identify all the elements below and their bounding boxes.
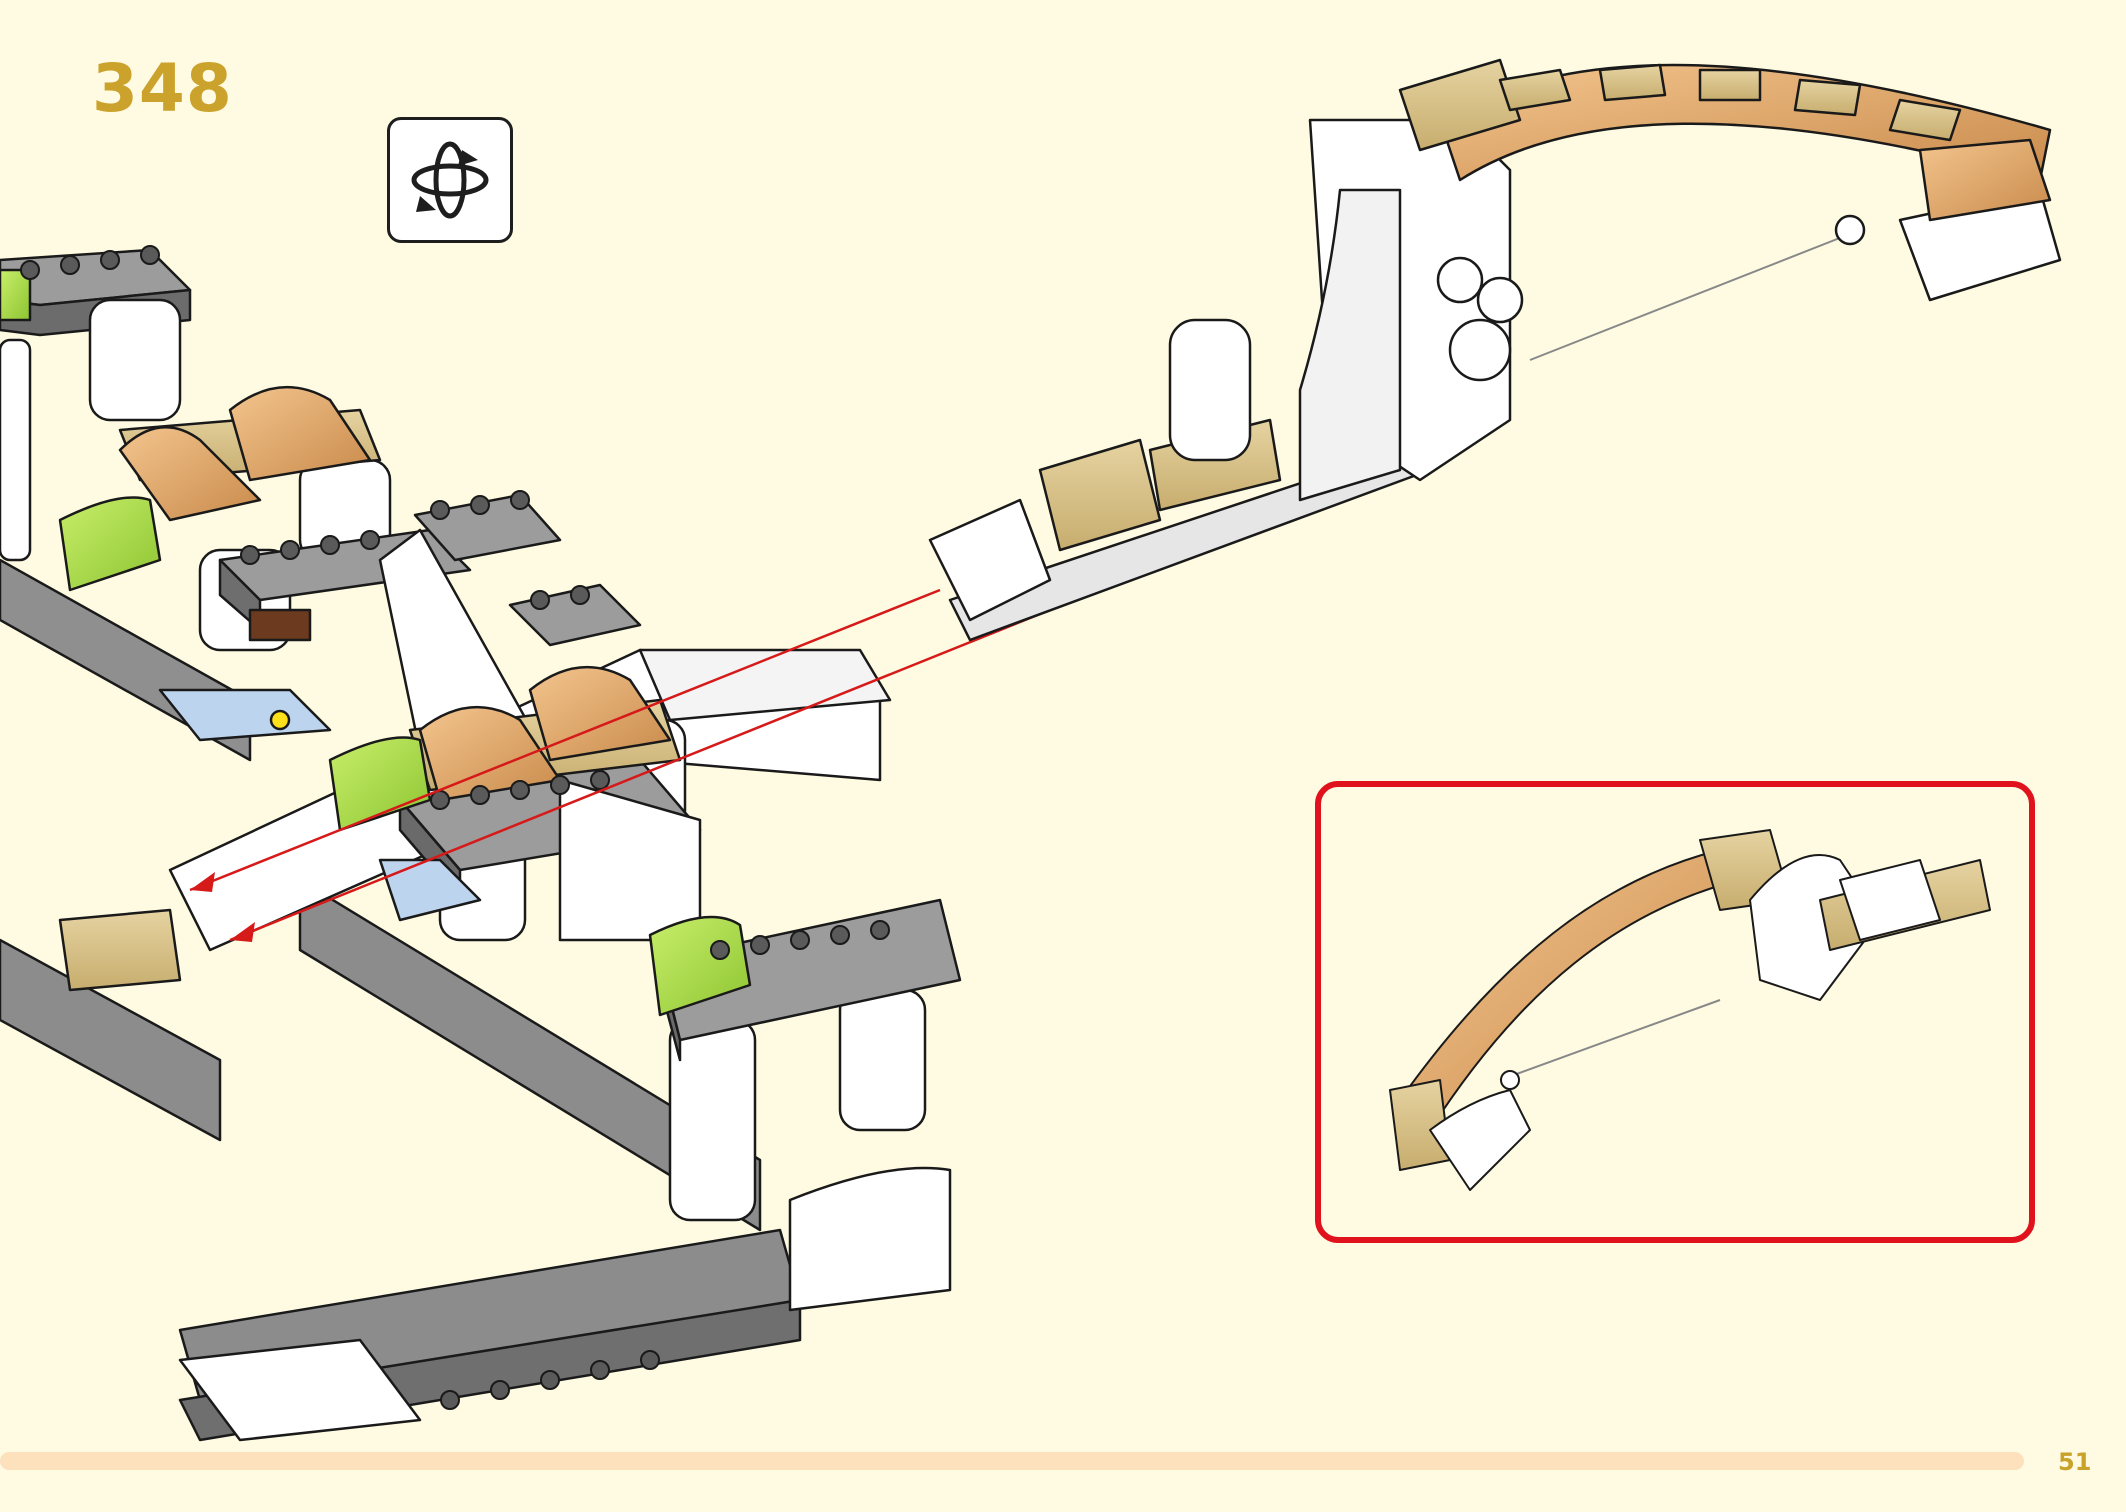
arm-subassembly [928,58,2062,642]
callout-box [1315,781,2035,1243]
placement-lines [189,588,1051,942]
rotate-model-icon [387,117,513,243]
footer-bar [0,1452,2024,1470]
page-number: 51 [2058,1448,2092,1476]
callout-mini-model [1389,829,1991,1191]
step-number: 348 [92,50,233,127]
main-assembly [0,248,962,1442]
studs [20,245,890,1410]
